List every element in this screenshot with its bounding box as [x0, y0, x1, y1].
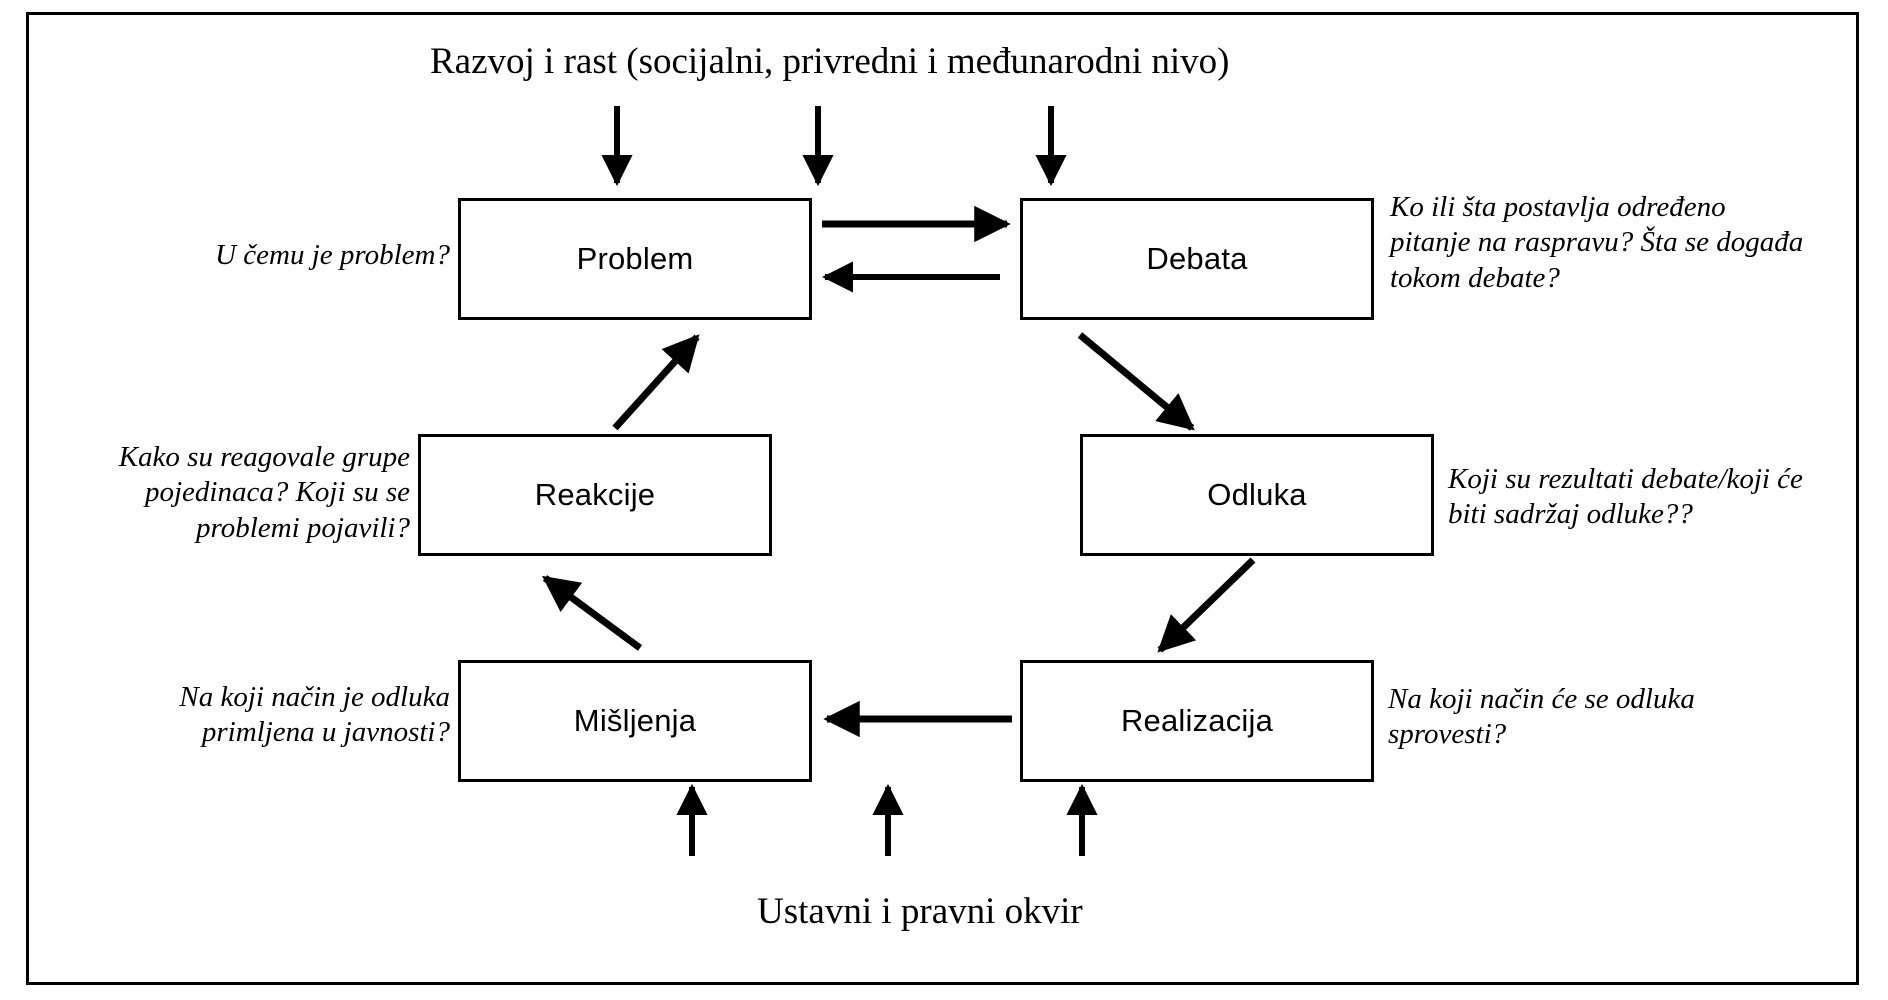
annotation-odluka: Koji su rezultati debate/koji će biti sa…	[1448, 463, 1803, 531]
node-odluka-label: Odluka	[1207, 477, 1307, 512]
node-misljenja-label: Mišljenja	[573, 703, 697, 738]
annotation-misljenja: Na koji način je odluka primljena u javn…	[179, 681, 450, 749]
node-debata-label: Debata	[1146, 241, 1248, 276]
annotation-debata: Ko ili šta postavlja određeno pitanje na…	[1390, 191, 1804, 294]
node-realizacija[interactable]: Realizacija	[1020, 660, 1374, 782]
edge-debata-to-odluka	[1077, 332, 1195, 431]
node-realizacija-label: Realizacija	[1120, 703, 1274, 738]
annotation-reakcije: Kako su reagovale grupe pojedinaca? Koji…	[118, 441, 410, 544]
annotation-problem: U čemu je problem?	[215, 239, 450, 271]
node-reakcije[interactable]: Reakcije	[418, 434, 772, 556]
edge-odluka-to-realizacija	[1157, 557, 1256, 653]
node-debata[interactable]: Debata	[1020, 198, 1374, 320]
node-misljenja[interactable]: Mišljenja	[458, 660, 812, 782]
external-input-arrows-top	[601, 106, 1067, 187]
node-problem-label: Problem	[576, 241, 694, 276]
annotation-realizacija: Na koji način će se odluka sprovesti?	[1388, 683, 1695, 751]
node-reakcije-label: Reakcije	[534, 477, 656, 512]
top-band-label: Razvoj i rast (socijalni, privredni i me…	[430, 41, 1230, 82]
edge-misljenja-to-reakcije	[542, 575, 643, 651]
edge-reakcije-to-problem	[612, 334, 700, 431]
node-odluka[interactable]: Odluka	[1080, 434, 1434, 556]
external-input-arrows-bottom	[676, 783, 1098, 856]
bottom-band-label: Ustavni i pravni okvir	[757, 891, 1083, 932]
node-problem[interactable]: Problem	[458, 198, 812, 320]
diagram-outer-frame	[26, 12, 1859, 985]
